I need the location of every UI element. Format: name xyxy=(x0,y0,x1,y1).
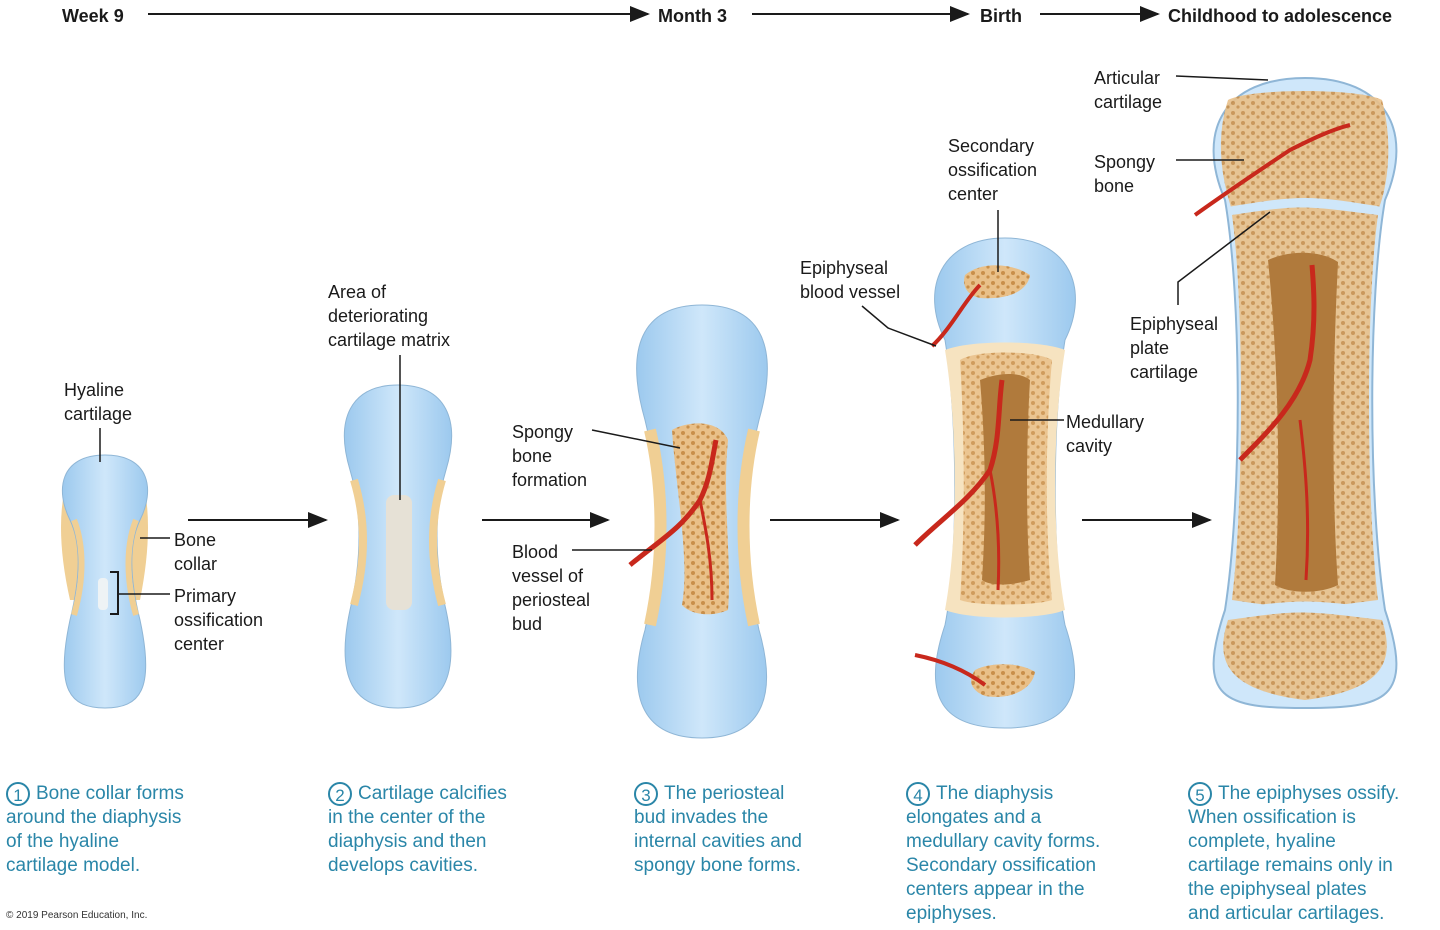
leader-lines-stage-5 xyxy=(1175,75,1271,305)
leader-lines-stage-3 xyxy=(572,429,681,551)
label-articular-cartilage: Articular cartilage xyxy=(1094,68,1163,112)
step-5-text: The epiphyses ossify. When ossification … xyxy=(1188,783,1400,924)
label-primary-ossification-center: Primary ossification center xyxy=(174,586,264,654)
bone-stage-3 xyxy=(628,304,768,739)
bone-stage-4 xyxy=(913,237,1076,729)
label-medullary-cavity: Medullary cavity xyxy=(1066,412,1145,456)
step-number-2: 2 xyxy=(328,782,352,806)
timeline-week-9: Week 9 xyxy=(62,6,124,26)
label-spongy-bone-formation: Spongy bone formation xyxy=(512,422,588,490)
label-spongy-bone: Spongy bone xyxy=(1094,152,1156,196)
label-hyaline-cartilage: Hyaline cartilage xyxy=(64,380,133,424)
bone-stage-2 xyxy=(343,384,453,709)
label-epiphyseal-plate-cartilage: Epiphyseal plate cartilage xyxy=(1130,314,1219,382)
bone-stage-5 xyxy=(1193,76,1398,710)
label-periosteal-bud-vessel: Blood vessel of periosteal bud xyxy=(512,542,591,634)
timeline-month-3: Month 3 xyxy=(658,6,727,26)
step-number-5: 5 xyxy=(1188,782,1212,806)
step-3-text: The periosteal bud invades the internal … xyxy=(634,783,802,876)
step-number-4: 4 xyxy=(906,782,930,806)
timeline-childhood: Childhood to adolescence xyxy=(1168,6,1393,26)
leader-lines-stage-1 xyxy=(99,428,170,595)
step-4-text: The diaphysis elongates and a medullary … xyxy=(906,783,1101,924)
step-1-text: Bone collar forms around the diaphysis o… xyxy=(6,783,184,876)
label-bone-collar: Bone collar xyxy=(174,530,218,574)
step-2-text: Cartilage calcifies in the center of the… xyxy=(328,783,507,876)
label-secondary-ossification-center: Secondary ossification center xyxy=(948,136,1038,204)
timeline-birth: Birth xyxy=(980,6,1022,26)
label-deteriorating-matrix: Area of deteriorating cartilage matrix xyxy=(328,282,451,350)
leader-lines-stage-4 xyxy=(861,210,1064,421)
step-number-3: 3 xyxy=(634,782,658,806)
label-epiphyseal-blood-vessel: Epiphyseal blood vessel xyxy=(800,258,901,302)
step-number-1: 1 xyxy=(6,782,30,806)
bone-stage-1 xyxy=(61,454,148,709)
copyright-notice: © 2019 Pearson Education, Inc. xyxy=(6,910,148,921)
